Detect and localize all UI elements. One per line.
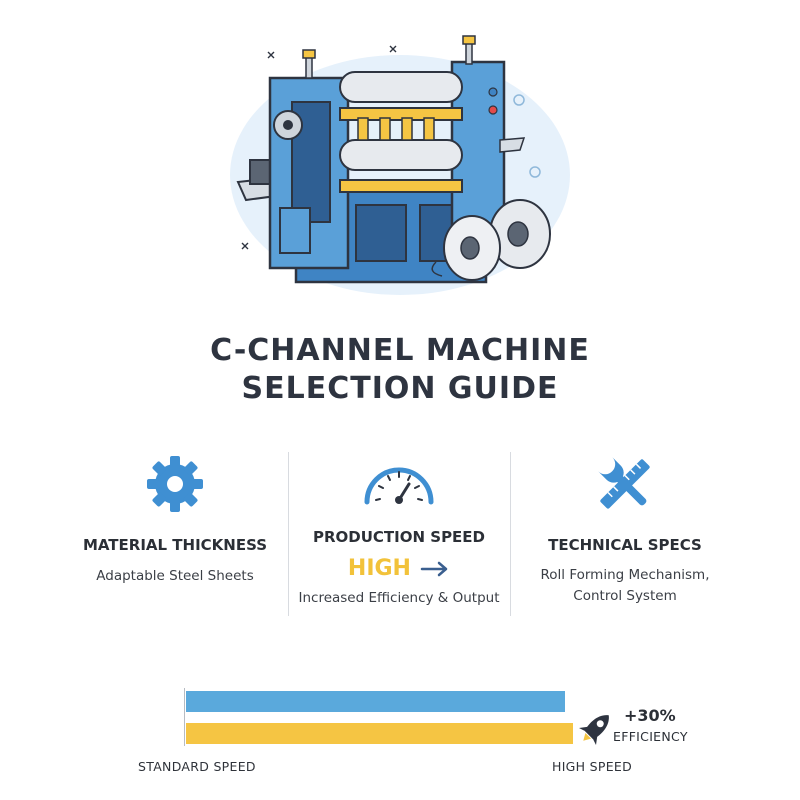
gear-icon	[147, 456, 203, 512]
rocket-icon	[579, 715, 609, 745]
feature-production-speed: PRODUCTION SPEED HIGH Increased Efficien…	[288, 448, 510, 618]
efficiency-value: +30%	[624, 706, 676, 725]
column-divider	[510, 452, 511, 616]
feature-description: Increased Efficiency & Output	[298, 590, 500, 606]
feature-technical-specs: TECHNICAL SPECS Roll Forming Mechanism, …	[510, 448, 740, 618]
feature-heading: MATERIAL THICKNESS	[82, 536, 268, 554]
title-line-1: C-CHANNEL MACHINE	[210, 333, 590, 368]
blue-bar	[186, 691, 565, 712]
feature-heading: TECHNICAL SPECS	[548, 536, 702, 554]
arrow-right-icon	[420, 561, 448, 576]
feature-description: Adaptable Steel Sheets	[96, 568, 254, 584]
efficiency-label: EFFICIENCY	[613, 729, 688, 744]
feature-description: Roll Forming Mechanism, Control System	[540, 567, 710, 604]
title-line-2: SELECTION GUIDE	[241, 371, 559, 406]
feature-material-thickness: MATERIAL THICKNESS Adaptable Steel Sheet…	[60, 448, 290, 618]
standard-speed-label: STANDARD SPEED	[138, 759, 256, 774]
machine-illustration	[230, 35, 570, 295]
yellow-bar	[186, 723, 573, 744]
speed-indicator: HIGH	[288, 556, 510, 581]
speed-comparison: +30% EFFICIENCY STANDARD SPEED HIGH SPEE…	[0, 680, 800, 800]
speedometer-icon	[364, 467, 434, 505]
column-divider	[288, 452, 289, 616]
wrench-ruler-icon	[598, 457, 650, 509]
feature-heading: PRODUCTION SPEED	[312, 528, 486, 546]
speed-value: HIGH	[347, 556, 411, 581]
page-title: C-CHANNEL MACHINE SELECTION GUIDE	[0, 332, 800, 408]
high-speed-label: HIGH SPEED	[552, 759, 633, 774]
axis-line	[184, 688, 185, 746]
